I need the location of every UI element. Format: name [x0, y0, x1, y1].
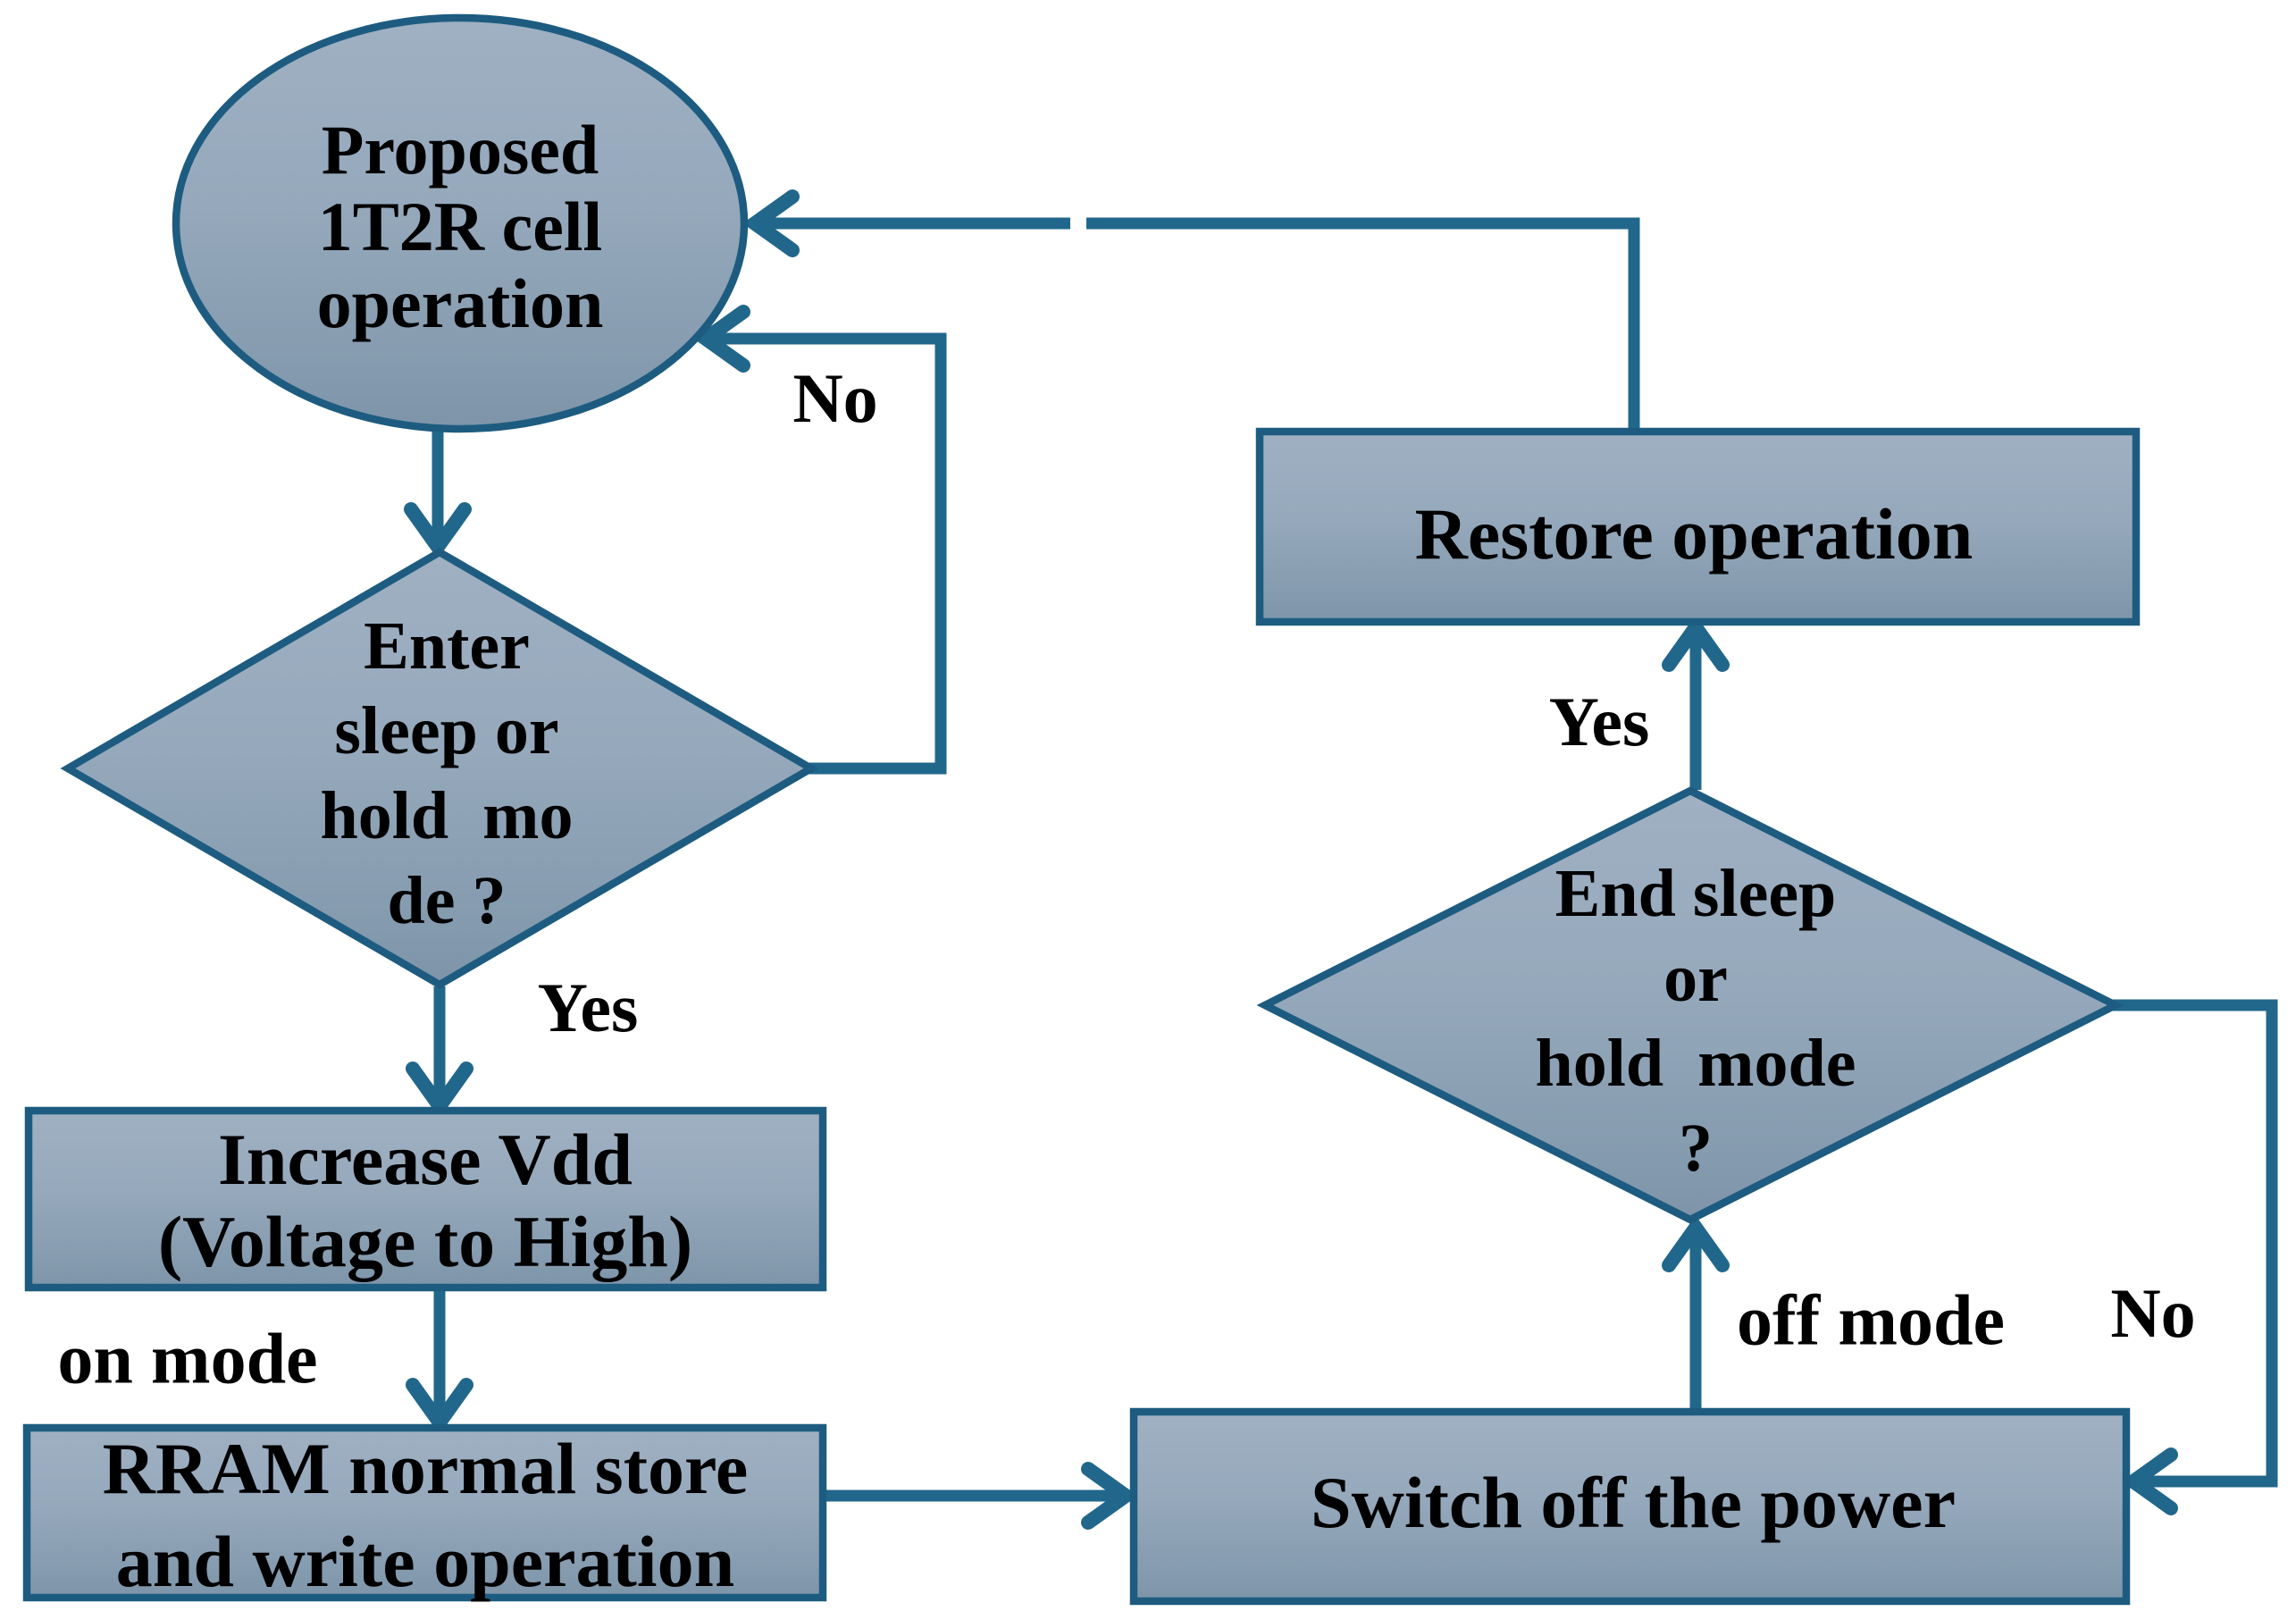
node-switch-off-shape [1129, 1407, 2131, 1606]
edge-end-no-loop-line [2112, 999, 2278, 1488]
node-start-shape [172, 13, 749, 433]
edge-switch-to-end-arrowhead [1662, 1215, 1730, 1272]
edge-label-yes-end: Yes [1548, 683, 1650, 760]
node-switch-off-label: Switch off the power [1311, 1462, 1956, 1543]
node-rram-store-label: RRAM normal store and write operation [102, 1428, 749, 1602]
node-increase-vdd-label: Increase Vdd (Voltage to High) [157, 1119, 693, 1282]
node-rram-store-shape [22, 1423, 827, 1602]
node-end-decision-shape [1256, 786, 2124, 1224]
edge-label-no-end: No [2110, 1274, 2196, 1352]
edge-increase-to-rram-arrowhead [406, 1378, 473, 1435]
edge-restore-to-start-arrowhead [742, 189, 800, 257]
node-end-decision-label: End sleep or hold mode ? [1535, 856, 1856, 1186]
edge-end-no-loop-arrowhead [2121, 1447, 2178, 1515]
node-enter-decision-shape [60, 548, 819, 989]
edge-label-no-enter: No [792, 359, 878, 437]
node-start-label: Proposed 1T2R cell operation [316, 111, 604, 342]
edge-enter-yes-arrowhead [406, 1061, 473, 1119]
edge-enter-no-loop-line [716, 332, 947, 775]
node-enter-decision-label: Enter sleep or hold mo de ? [320, 608, 574, 938]
node-restore-label: Restore operation [1414, 493, 1973, 575]
edge-label-on-mode: on mode [57, 1320, 318, 1399]
edge-end-yes-arrowhead [1662, 615, 1730, 672]
node-increase-vdd-shape [24, 1106, 827, 1292]
edge-restore-to-start-line [1086, 217, 1640, 432]
node-restore-shape [1255, 427, 2141, 626]
edge-label-yes-enter: Yes [537, 969, 639, 1046]
edge-start-to-enter-arrowhead [404, 502, 472, 559]
edge-rram-to-switch-arrowhead [1081, 1462, 1138, 1530]
edge-label-off-mode: off mode [1737, 1281, 2005, 1361]
edge-enter-no-loop-arrowhead [693, 305, 750, 373]
